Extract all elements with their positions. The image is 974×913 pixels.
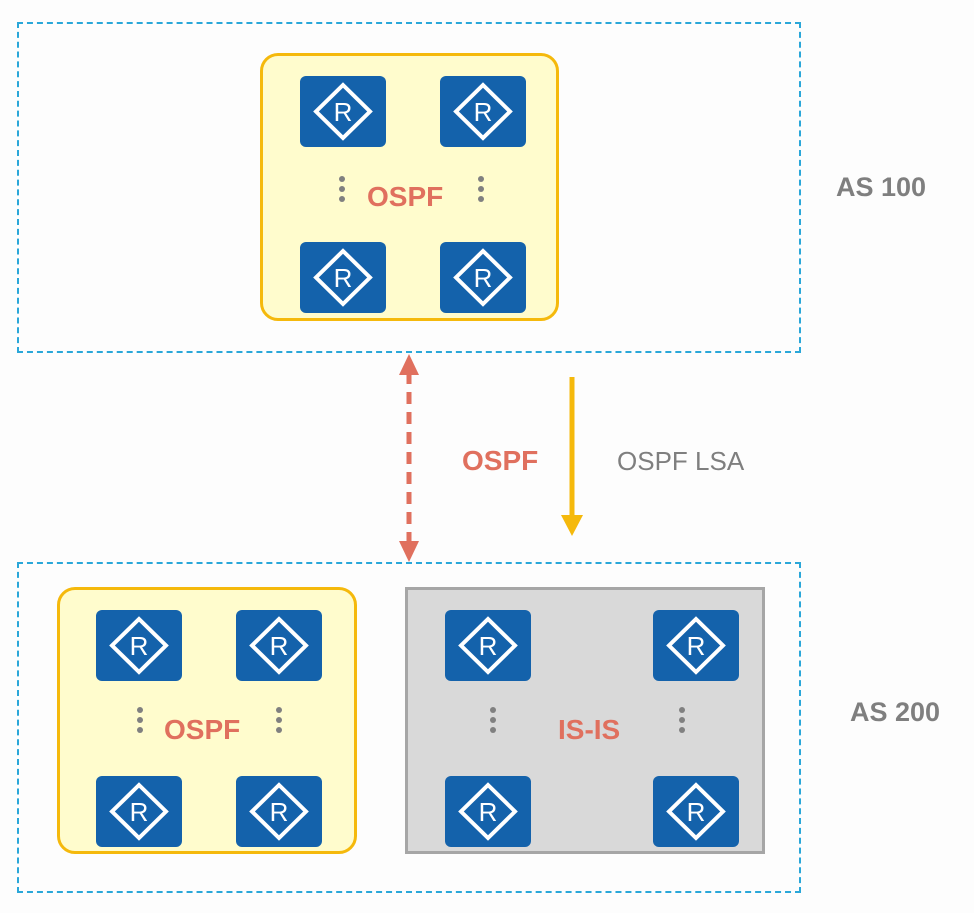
as200-ospf-domain: R R R R OSPF <box>57 587 357 854</box>
router-letter: R <box>334 97 353 127</box>
router-diamond-icon: R <box>313 82 373 141</box>
router-letter: R <box>270 797 289 827</box>
router-icon: R <box>440 242 526 313</box>
more-routers-ellipsis-icon <box>276 707 282 733</box>
router-diamond-icon: R <box>453 248 513 307</box>
router-diamond-icon: R <box>249 782 309 841</box>
lsa-label: OSPF LSA <box>617 446 745 476</box>
router-icon: R <box>653 776 739 847</box>
more-routers-ellipsis-icon <box>490 707 496 733</box>
ospf-lsa-arrow <box>561 377 583 536</box>
isis-label: IS-IS <box>558 714 621 745</box>
more-routers-ellipsis-icon <box>478 176 484 202</box>
router-letter: R <box>479 797 498 827</box>
as200-isis-domain: R R R R IS-IS <box>405 587 765 854</box>
router-diamond-icon: R <box>666 782 726 841</box>
router-icon: R <box>445 610 531 681</box>
router-diamond-icon: R <box>666 616 726 675</box>
ospf-label: OSPF <box>367 181 444 212</box>
as100-ospf-domain: R R R R OSPF <box>260 53 559 321</box>
router-diamond-icon: R <box>249 616 309 675</box>
more-routers-ellipsis-icon <box>339 176 345 202</box>
more-routers-ellipsis-icon <box>679 707 685 733</box>
as100-label: AS 100 <box>836 172 927 202</box>
as200-label: AS 200 <box>850 697 941 727</box>
router-icon: R <box>300 242 386 313</box>
router-diamond-icon: R <box>458 616 518 675</box>
router-icon: R <box>236 776 322 847</box>
router-icon: R <box>236 610 322 681</box>
router-letter: R <box>479 631 498 661</box>
router-icon: R <box>96 776 182 847</box>
router-letter: R <box>130 631 149 661</box>
as200-boundary <box>17 562 801 893</box>
ospf-peering-arrow <box>399 354 419 562</box>
router-diamond-icon: R <box>458 782 518 841</box>
router-icon: R <box>96 610 182 681</box>
router-icon: R <box>653 610 739 681</box>
router-letter: R <box>474 97 493 127</box>
router-letter: R <box>474 263 493 293</box>
router-diamond-icon: R <box>453 82 513 141</box>
router-letter: R <box>130 797 149 827</box>
router-letter: R <box>687 631 706 661</box>
router-icon: R <box>440 76 526 147</box>
more-routers-ellipsis-icon <box>137 707 143 733</box>
ospf-label: OSPF <box>164 714 241 745</box>
router-letter: R <box>334 263 353 293</box>
router-icon: R <box>300 76 386 147</box>
router-letter: R <box>270 631 289 661</box>
router-letter: R <box>687 797 706 827</box>
peering-protocol-label: OSPF <box>462 445 539 476</box>
as100-boundary <box>17 22 801 353</box>
router-diamond-icon: R <box>313 248 373 307</box>
router-diamond-icon: R <box>109 782 169 841</box>
router-icon: R <box>445 776 531 847</box>
router-diamond-icon: R <box>109 616 169 675</box>
